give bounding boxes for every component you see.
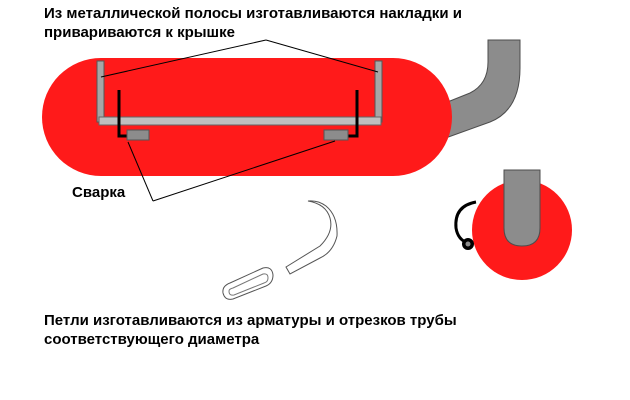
end-view-hose bbox=[454, 200, 477, 245]
right-weld-block bbox=[323, 129, 349, 141]
right-strip bbox=[374, 60, 383, 123]
left-weld-block bbox=[126, 129, 150, 141]
pipe-segment bbox=[222, 267, 274, 300]
strip-caption-line1: Из металлической полосы изготавливаются … bbox=[44, 5, 462, 22]
strip-caption-line2: привариваются к крышке bbox=[44, 24, 235, 41]
cross-bar bbox=[98, 116, 382, 126]
end-view-nozzle-center bbox=[465, 241, 471, 247]
loop-caption-line1: Петли изготавливаются из арматуры и отре… bbox=[44, 312, 457, 329]
right-bracket bbox=[347, 90, 359, 138]
loop-caption: Петли изготавливаются из арматуры и отре… bbox=[44, 311, 457, 349]
leader-line bbox=[127, 141, 154, 202]
loop-caption-line2: соответствующего диаметра bbox=[44, 331, 260, 348]
left-bracket bbox=[117, 90, 129, 138]
leader-line bbox=[265, 39, 379, 73]
leader-line bbox=[100, 39, 267, 78]
hook-loop bbox=[285, 200, 338, 275]
end-view-pipe bbox=[503, 169, 541, 247]
leader-line bbox=[152, 140, 336, 202]
left-strip bbox=[96, 60, 105, 123]
exhaust-pipe bbox=[439, 39, 521, 141]
weld-caption: Сварка bbox=[72, 184, 126, 201]
strip-caption: Из металлической полосы изготавливаются … bbox=[44, 4, 462, 42]
